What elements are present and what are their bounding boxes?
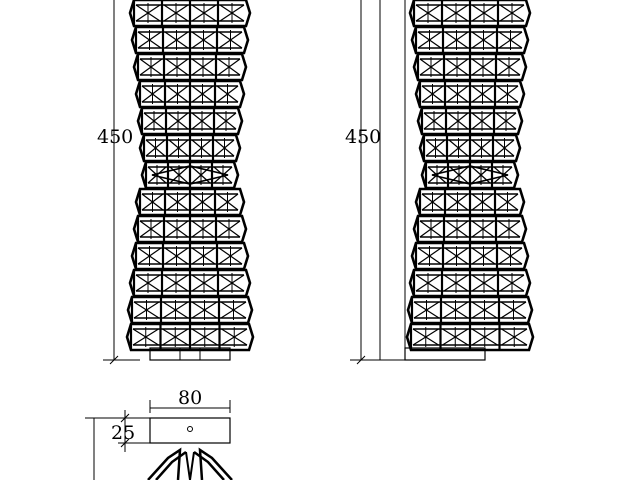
front-view-base [149, 347, 231, 361]
detail-width-label: 80 [178, 387, 202, 409]
front-tier [138, 133, 242, 163]
front-height-label: 450 [97, 126, 133, 148]
side-view-lamp [405, 0, 535, 352]
front-tier [134, 187, 246, 217]
side-tier [414, 79, 526, 109]
side-tier [406, 295, 534, 325]
side-tier [410, 241, 530, 271]
front-tier [140, 160, 240, 190]
front-tier [134, 79, 246, 109]
side-tier [416, 106, 524, 136]
side-view-base [404, 347, 486, 361]
front-tier [130, 241, 250, 271]
top-detail-view: 80 25 [85, 387, 233, 480]
side-tier [405, 322, 535, 352]
side-tier [410, 25, 530, 55]
side-view-height-dimension: 450 [345, 0, 406, 365]
front-tier [126, 295, 254, 325]
side-height-label: 450 [345, 126, 381, 148]
front-tier [130, 25, 250, 55]
side-view-wall-plate [379, 0, 406, 361]
side-tier [408, 268, 532, 298]
front-tier [132, 214, 248, 244]
side-tier [412, 52, 528, 82]
front-tier [132, 52, 248, 82]
side-tier [408, 0, 532, 28]
canopy-plate [149, 417, 231, 444]
side-tier [414, 187, 526, 217]
detail-thickness-label: 25 [111, 422, 135, 444]
front-tier [136, 106, 244, 136]
side-tier [412, 214, 528, 244]
front-tier [125, 322, 255, 352]
front-tier [128, 268, 252, 298]
side-tier [418, 133, 522, 163]
side-tier [420, 160, 520, 190]
mounting-hole [187, 426, 193, 432]
front-view-lamp [125, 0, 255, 352]
front-view-height-dimension: 450 [97, 0, 140, 365]
front-tier [128, 0, 252, 28]
